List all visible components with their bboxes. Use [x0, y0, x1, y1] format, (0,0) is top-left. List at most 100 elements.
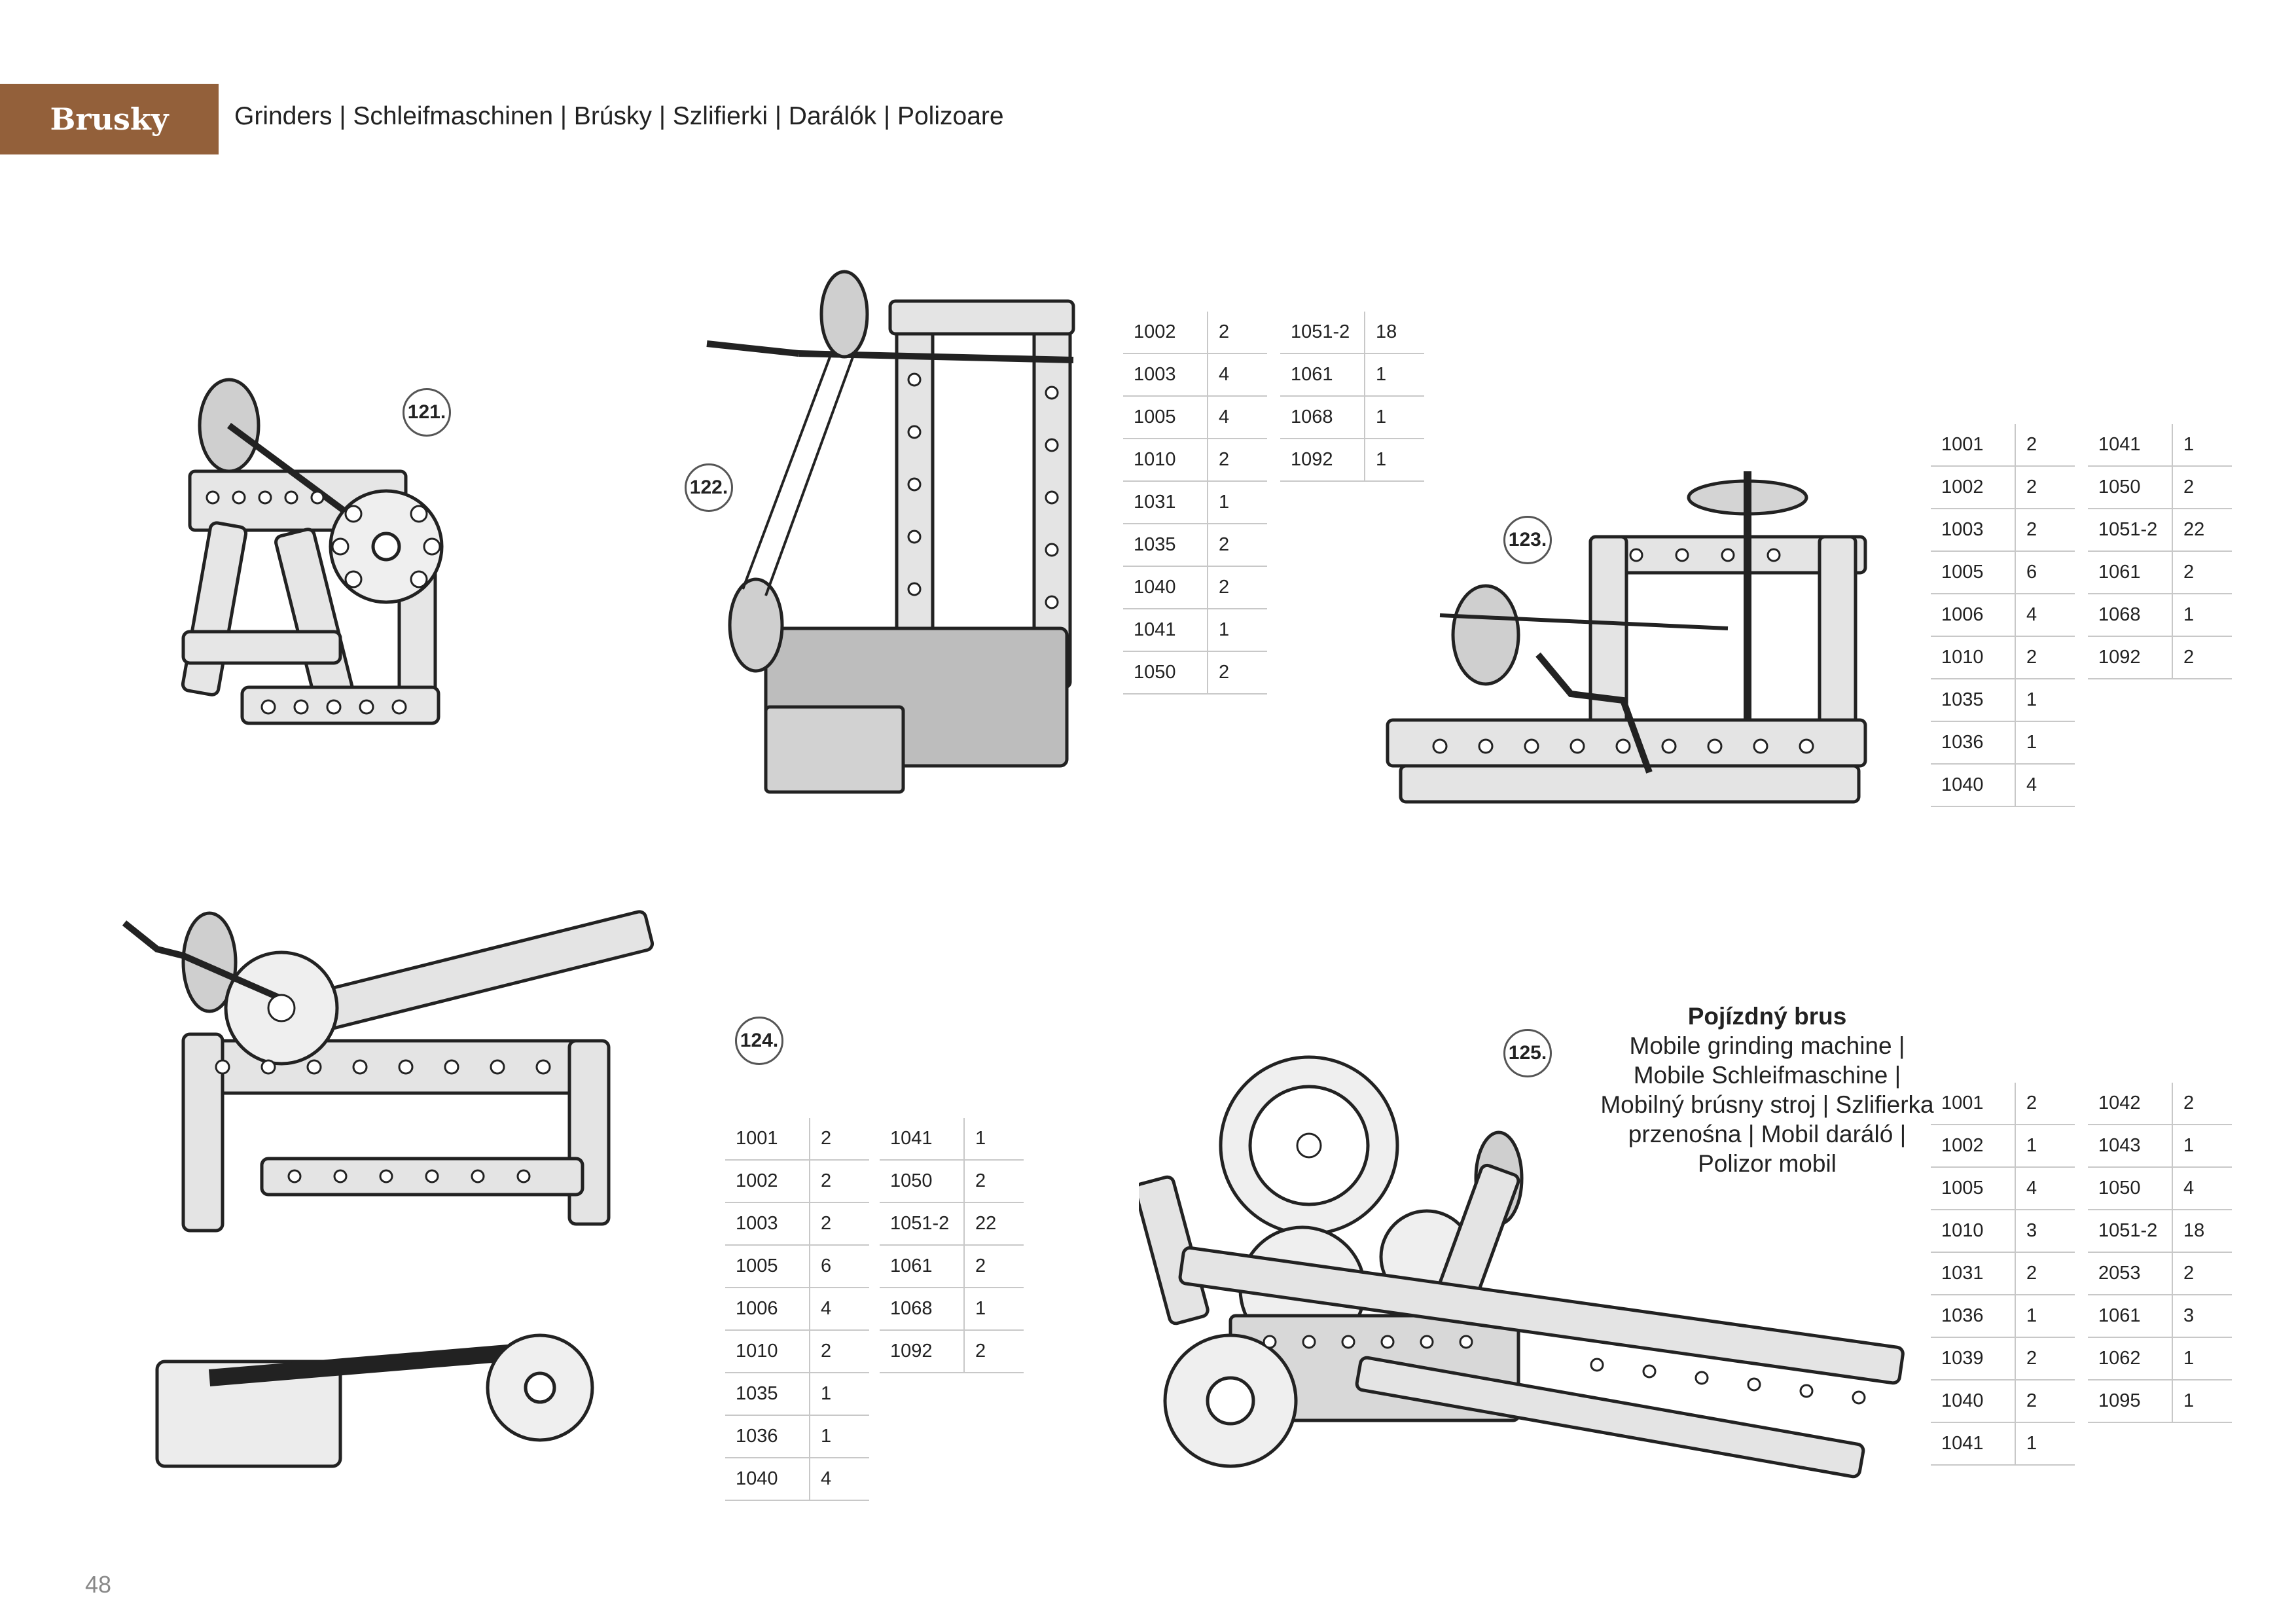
part-quantity: 1	[1365, 439, 1424, 482]
part-code: 1092	[880, 1330, 965, 1373]
part-code: 1031	[1123, 481, 1208, 524]
part-quantity: 18	[1365, 312, 1424, 354]
part-code: 1005	[725, 1245, 810, 1288]
model-124-drawing	[122, 910, 655, 1468]
part-quantity: 1	[2015, 1422, 2075, 1466]
part-quantity: 1	[964, 1118, 1024, 1161]
part-code: 1040	[725, 1458, 810, 1501]
part-code: 1003	[1931, 509, 2016, 552]
part-code: 1006	[725, 1288, 810, 1331]
part-quantity: 2	[2015, 1252, 2075, 1295]
part-code: 1010	[1931, 636, 2016, 679]
part-code: 1031	[1931, 1252, 2016, 1295]
part-code: 1092	[1280, 439, 1365, 482]
part-code: 1050	[2088, 1167, 2173, 1210]
part-code: 1001	[725, 1118, 810, 1161]
part-quantity: 1	[810, 1415, 869, 1458]
part-quantity: 1	[2015, 679, 2075, 722]
part-code: 1039	[1931, 1337, 2016, 1380]
part-code: 1068	[880, 1288, 965, 1331]
part-code: 1010	[1931, 1210, 2016, 1253]
model-122-drawing	[706, 270, 1075, 794]
part-quantity: 1	[1365, 353, 1424, 397]
part-quantity: 2	[964, 1330, 1024, 1373]
part-quantity: 2	[964, 1245, 1024, 1288]
part-quantity: 2	[1208, 524, 1267, 567]
part-code: 1050	[2088, 466, 2173, 509]
part-quantity: 4	[2015, 1167, 2075, 1210]
part-code: 1005	[1123, 396, 1208, 439]
part-code: 1041	[2088, 424, 2173, 467]
part-quantity: 22	[964, 1202, 1024, 1246]
part-quantity: 1	[2172, 1380, 2232, 1423]
part-quantity: 1	[2015, 1125, 2075, 1168]
part-code: 1005	[1931, 1167, 2016, 1210]
part-code: 1043	[2088, 1125, 2173, 1168]
model-number-123: 123.	[1503, 516, 1552, 564]
part-code: 1040	[1123, 566, 1208, 609]
part-code: 1061	[2088, 551, 2173, 594]
part-quantity: 1	[2015, 721, 2075, 765]
part-quantity: 1	[964, 1288, 1024, 1331]
part-quantity: 2	[2015, 636, 2075, 679]
part-code: 1061	[1280, 353, 1365, 397]
part-code: 1036	[1931, 721, 2016, 765]
part-quantity: 1	[1365, 396, 1424, 439]
part-quantity: 2	[1208, 651, 1267, 695]
part-quantity: 2	[2015, 1380, 2075, 1423]
part-code: 1051-2	[1280, 312, 1365, 354]
part-code: 1051-2	[2088, 1210, 2173, 1253]
part-quantity: 2	[2015, 1083, 2075, 1125]
part-quantity: 3	[2015, 1210, 2075, 1253]
part-quantity: 2	[2015, 1337, 2075, 1380]
part-code: 1002	[1931, 466, 2016, 509]
part-code: 1050	[1123, 651, 1208, 695]
part-quantity: 2	[2172, 1083, 2232, 1125]
part-quantity: 1	[1208, 481, 1267, 524]
part-quantity: 2	[2172, 636, 2232, 679]
part-quantity: 1	[810, 1373, 869, 1416]
part-quantity: 6	[2015, 551, 2075, 594]
part-quantity: 1	[2172, 424, 2232, 467]
part-code: 1095	[2088, 1380, 2173, 1423]
part-code: 1003	[725, 1202, 810, 1246]
part-quantity: 1	[2172, 594, 2232, 637]
model-number-125: 125.	[1503, 1029, 1552, 1077]
mobile-grinder-caption: Pojízdný brus Mobile grinding machine | …	[1590, 1001, 1944, 1178]
part-code: 1036	[1931, 1295, 2016, 1338]
part-code: 1040	[1931, 1380, 2016, 1423]
part-quantity: 1	[2172, 1125, 2232, 1168]
